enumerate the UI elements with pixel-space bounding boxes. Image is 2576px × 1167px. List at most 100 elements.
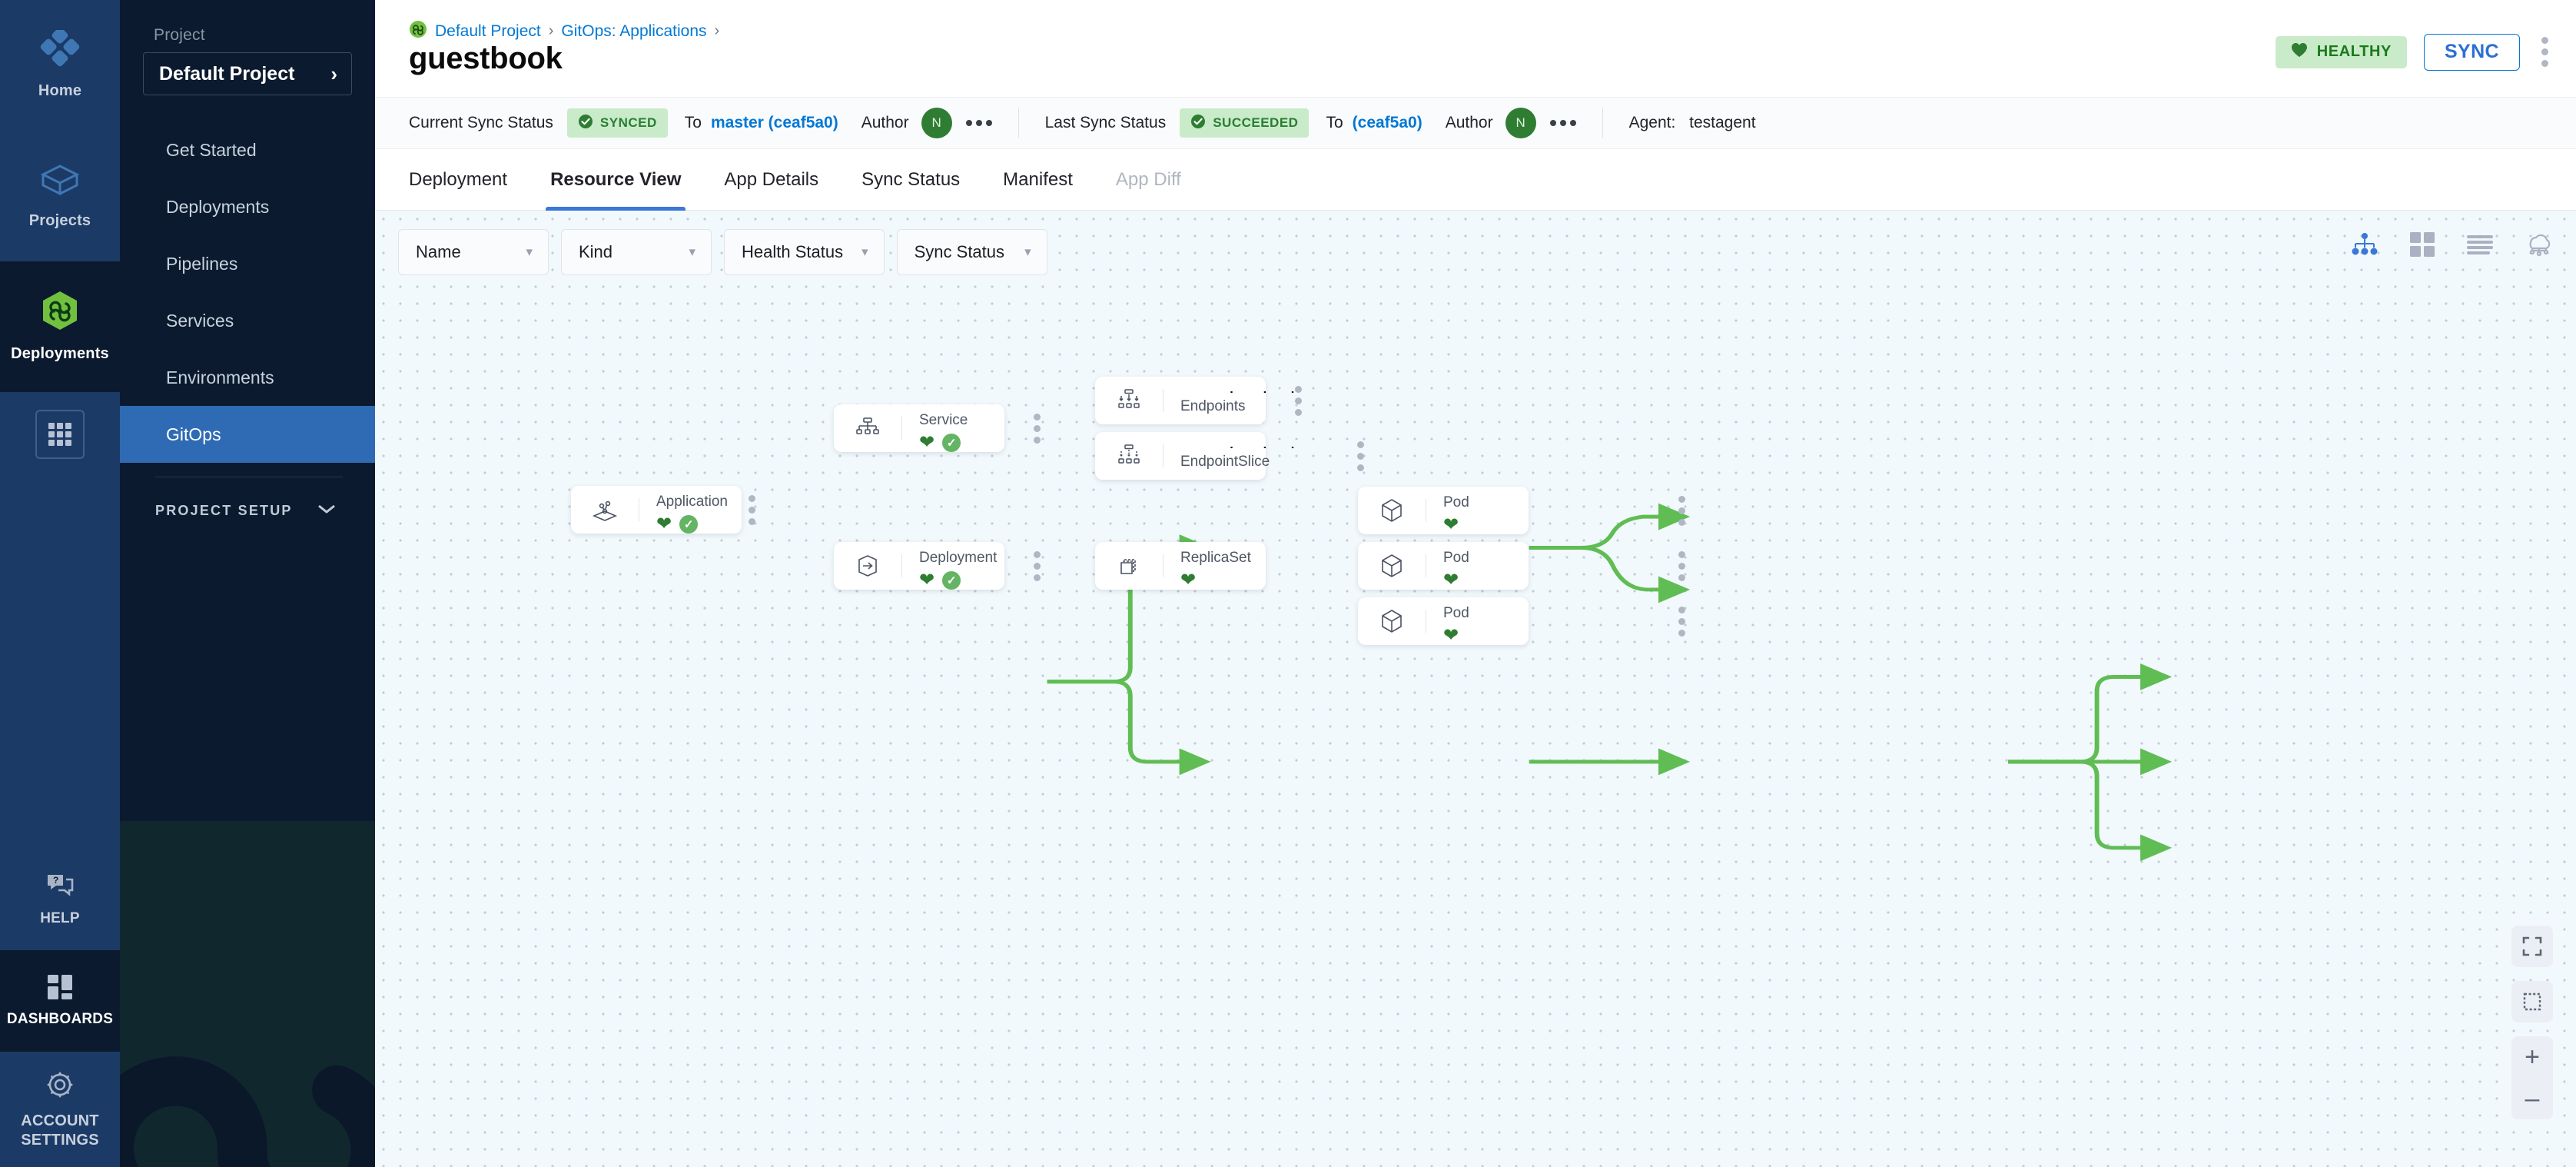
graph-node-endpointslice[interactable]: guestbook-ui-ncpmr EndpointSlice <box>1095 432 1364 480</box>
primary-nav-rail: Home Projects <box>0 0 120 1167</box>
current-author-label: Author <box>861 114 909 131</box>
node-more-menu-icon[interactable] <box>1294 385 1319 416</box>
sync-button[interactable]: SYNC <box>2423 33 2520 71</box>
filter-name[interactable]: Name ▾ <box>398 229 549 275</box>
tab-bar: Deployment Resource View App Details Syn… <box>375 149 2576 211</box>
network-view-icon[interactable] <box>2525 233 2553 256</box>
rail-bottom-group: ? HELP DASHBOARDS <box>0 849 120 1167</box>
project-selector[interactable]: Default Project › <box>143 52 352 95</box>
current-revision-link[interactable]: master (ceaf5a0) <box>710 114 838 131</box>
rail-item-dashboards[interactable]: DASHBOARDS <box>0 950 120 1052</box>
sidebar-project-setup[interactable]: PROJECT SETUP <box>120 482 375 539</box>
sidebar-item-environments[interactable]: Environments <box>120 349 375 406</box>
sidebar-item-label: GitOps <box>166 424 221 444</box>
graph-node-deployment[interactable]: guestbook-ui Deployment ❤ ✓ <box>834 542 1041 590</box>
service-icon <box>834 404 901 452</box>
heart-icon: ❤ <box>1443 624 1459 646</box>
rail-item-deployments[interactable]: Deployments <box>0 261 120 392</box>
list-view-icon[interactable] <box>2467 234 2493 255</box>
filter-kind[interactable]: Kind ▾ <box>561 229 712 275</box>
last-revision-link[interactable]: (ceaf5a0) <box>1352 114 1422 131</box>
rail-item-account-settings[interactable]: ACCOUNT SETTINGS <box>0 1052 120 1167</box>
node-kind: Application <box>656 493 728 510</box>
graph-node-service[interactable]: guestbook-ui Service ❤ ✓ <box>834 404 1041 452</box>
graph-node-endpoints[interactable]: guestbook-ui Endpoints <box>1095 377 1302 424</box>
rail-item-label: HELP <box>40 909 80 926</box>
last-author-more-icon[interactable] <box>1549 120 1576 126</box>
sidebar-item-pipelines[interactable]: Pipelines <box>120 235 375 292</box>
breadcrumb-item-default-project[interactable]: Default Project <box>435 22 541 40</box>
current-sync-status-chip: SYNCED <box>566 108 668 138</box>
node-divider <box>901 554 902 577</box>
tab-sync-status[interactable]: Sync Status <box>840 149 981 211</box>
current-author-more-icon[interactable] <box>965 120 992 126</box>
tab-app-details[interactable]: App Details <box>702 149 840 211</box>
page-header: Default Project › GitOps: Applications ›… <box>375 0 2576 97</box>
node-body: guestbook-ui-5b64f6959… Pod ❤ <box>1426 487 1678 534</box>
graph-node-pod-3[interactable]: guestbook-ui-5b64f6959… Pod ❤ <box>1358 597 1686 645</box>
sidebar-section-label: Project <box>154 26 205 44</box>
filter-label: Name <box>416 242 461 261</box>
resource-graph-canvas[interactable]: Name ▾ Kind ▾ Health Status ▾ Sync Statu… <box>375 211 2576 1167</box>
fit-screen-icon[interactable] <box>2511 926 2553 967</box>
filter-sync-status[interactable]: Sync Status ▾ <box>896 229 1047 275</box>
node-name: guestbook-ui <box>1180 387 1295 393</box>
avatar[interactable]: N <box>1505 108 1536 138</box>
graph-node-pod-2[interactable]: guestbook-ui-5b64f6959… Pod ❤ <box>1358 542 1686 590</box>
graph-node-application[interactable]: guestbook Application ❤ ✓ <box>571 486 755 534</box>
tab-resource-view[interactable]: Resource View <box>529 149 702 211</box>
rail-item-projects[interactable]: Projects <box>0 131 120 261</box>
grid-view-icon[interactable] <box>2410 232 2435 257</box>
header-more-menu-icon[interactable] <box>2537 32 2553 71</box>
check-circle-icon <box>578 114 593 133</box>
agent-label: Agent: <box>1628 114 1676 131</box>
sidebar-item-get-started[interactable]: Get Started <box>120 121 375 178</box>
filter-health-status[interactable]: Health Status ▾ <box>724 229 885 275</box>
rail-item-label: DASHBOARDS <box>6 1010 114 1027</box>
sidebar-item-services[interactable]: Services <box>120 292 375 349</box>
svg-text:?: ? <box>53 875 58 886</box>
current-sync-status-label: Current Sync Status <box>409 114 553 131</box>
heart-icon: ❤ <box>919 569 935 590</box>
node-kind: Pod <box>1443 604 1469 621</box>
breadcrumb: Default Project › GitOps: Applications › <box>409 20 719 42</box>
graph-node-pod-1[interactable]: guestbook-ui-5b64f6959… Pod ❤ <box>1358 487 1686 534</box>
rail-item-home[interactable]: Home <box>0 0 120 131</box>
graph-node-replicaset[interactable]: guestbook-ui-5b64f69597 ReplicaSet ❤ <box>1095 542 1414 590</box>
canvas-zoom-controls: + – <box>2511 926 2553 1119</box>
sidebar-item-label: Environments <box>166 367 274 387</box>
tab-deployment[interactable]: Deployment <box>409 149 529 211</box>
sidebar-item-deployments[interactable]: Deployments <box>120 178 375 235</box>
synced-check-icon: ✓ <box>942 433 961 452</box>
node-more-menu-icon[interactable] <box>1033 550 1057 581</box>
chevron-down-icon: ▾ <box>861 244 868 259</box>
rail-item-label: Deployments <box>11 345 109 362</box>
node-more-menu-icon[interactable] <box>1033 413 1057 444</box>
sidebar-item-label: Get Started <box>166 139 257 160</box>
node-divider <box>1163 389 1164 412</box>
rail-item-help[interactable]: ? HELP <box>0 849 120 950</box>
zoom-out-icon[interactable]: – <box>2511 1078 2553 1119</box>
node-more-menu-icon[interactable] <box>1356 441 1381 471</box>
page-title: guestbook <box>409 42 563 75</box>
node-more-menu-icon[interactable] <box>1678 495 1702 526</box>
select-box-icon[interactable] <box>2511 981 2553 1022</box>
heart-icon: ❤ <box>656 513 672 534</box>
tree-view-icon[interactable] <box>2352 233 2378 256</box>
breadcrumb-separator: › <box>548 22 554 39</box>
node-more-menu-icon[interactable] <box>748 494 772 525</box>
sidebar-item-gitops[interactable]: GitOps <box>120 406 375 463</box>
zoom-in-glyph: + <box>2525 1042 2540 1072</box>
node-status: ❤ <box>1443 624 1678 646</box>
zoom-in-icon[interactable]: + <box>2511 1036 2553 1078</box>
last-sync-status-chip-label: SUCCEEDED <box>1213 115 1299 130</box>
tab-label: Manifest <box>1003 168 1073 190</box>
breadcrumb-item-gitops-applications[interactable]: GitOps: Applications <box>561 22 707 40</box>
sidebar-item-label: Deployments <box>166 196 270 217</box>
tab-manifest[interactable]: Manifest <box>981 149 1094 211</box>
node-more-menu-icon[interactable] <box>1678 606 1702 637</box>
node-more-menu-icon[interactable] <box>1678 550 1702 581</box>
app-grid-button[interactable] <box>0 392 120 477</box>
avatar[interactable]: N <box>921 108 952 138</box>
